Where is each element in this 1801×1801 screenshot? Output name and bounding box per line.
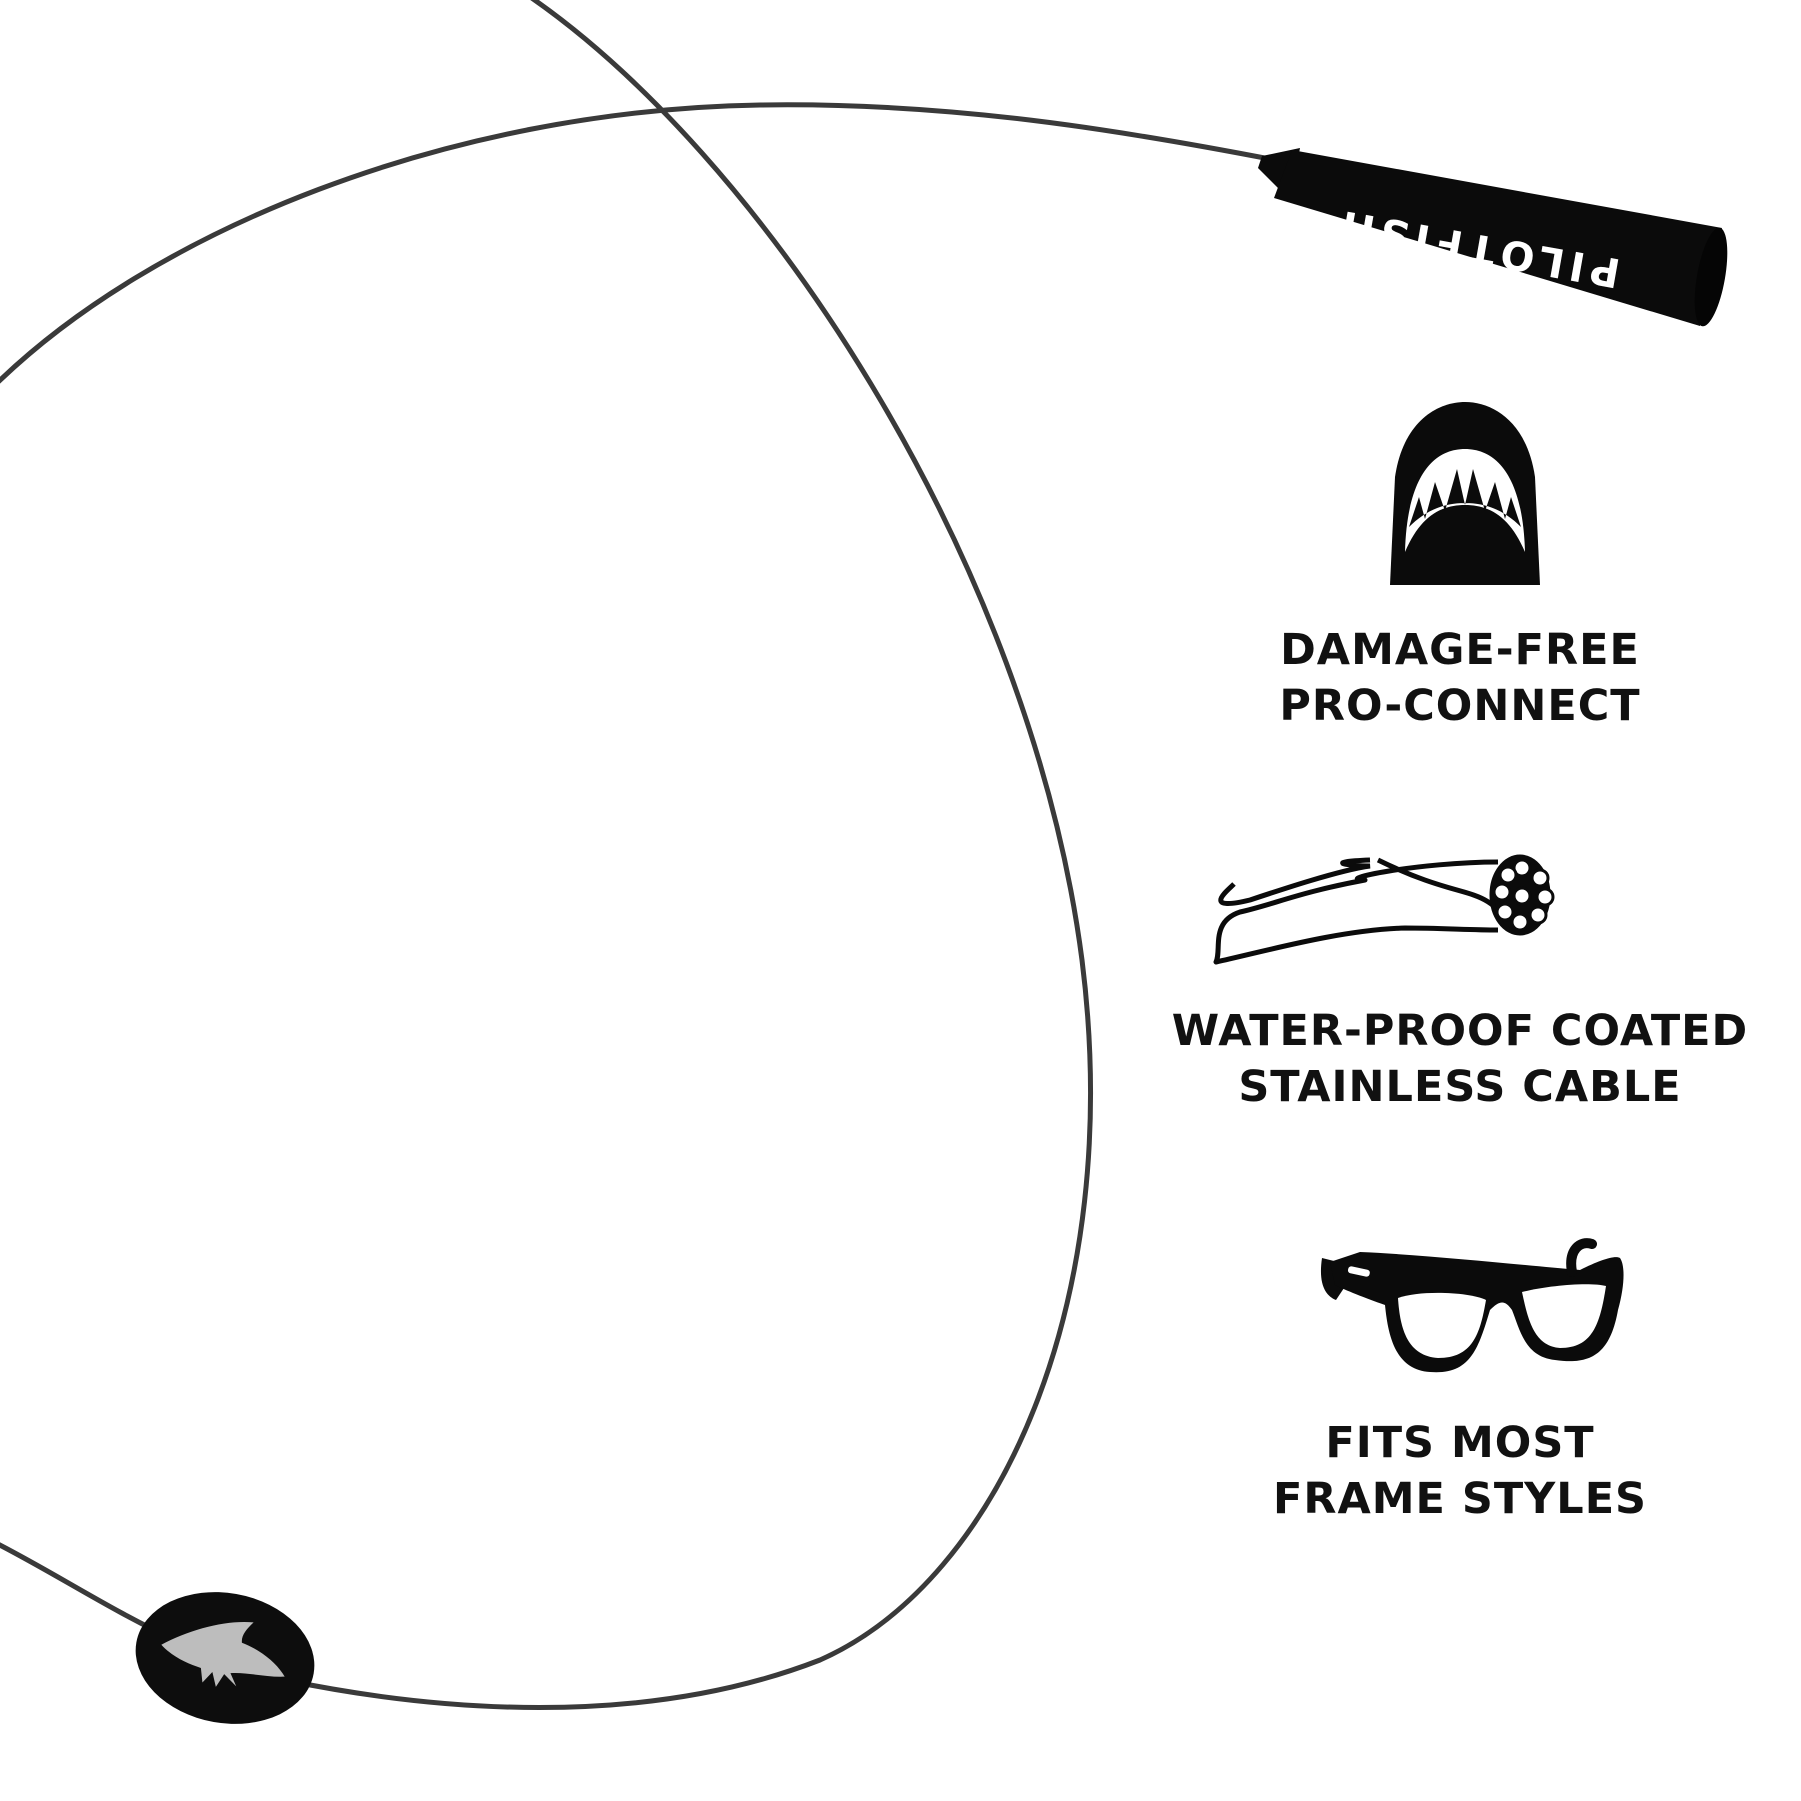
feature-label-line: DAMAGE-FREE	[1280, 625, 1640, 675]
bead-shark-logo-icon	[161, 1621, 285, 1687]
tip-body	[1274, 150, 1722, 326]
cable-sheath-shape	[1213, 859, 1499, 965]
feature-label-line: STAINLESS CABLE	[1238, 1062, 1682, 1112]
glasses-temple-arm	[1320, 1258, 1344, 1300]
cable-loop-strand	[282, 0, 1094, 1710]
shark-mouth-icon	[1390, 402, 1540, 585]
shark-jaw-white	[1405, 449, 1525, 552]
feature-label-line: WATER-PROOF COATED	[1171, 1006, 1749, 1056]
cable-upper-strand	[0, 102, 1278, 384]
shark-bead	[135, 1592, 315, 1724]
glasses-left-lens	[1398, 1292, 1486, 1358]
glasses-icon	[1320, 1238, 1624, 1373]
feature-label-line: FITS MOST	[1325, 1418, 1595, 1468]
tip-cap	[1694, 227, 1728, 327]
retainer-cable	[0, 0, 1278, 1710]
feature-label-fits-frames: FITS MOST FRAME STYLES	[1130, 1415, 1790, 1527]
cable-strand-circles	[1492, 858, 1555, 932]
cable-strands-icon	[1213, 854, 1555, 965]
feature-label-damage-free: DAMAGE-FREE PRO-CONNECT	[1130, 622, 1790, 734]
glasses-hinge-slot	[1347, 1266, 1370, 1277]
feature-label-line: PRO-CONNECT	[1279, 681, 1641, 731]
glasses-right-lens	[1522, 1284, 1606, 1348]
cable-end-tip: PILOTFISH	[1258, 148, 1728, 327]
cable-sheath-outline	[1218, 857, 1518, 932]
glasses-far-temple	[1566, 1238, 1597, 1277]
feature-label-waterproof-cable: WATER-PROOF COATED STAINLESS CABLE	[1130, 1003, 1790, 1115]
shark-teeth	[1409, 469, 1521, 527]
feature-label-line: FRAME STYLES	[1272, 1474, 1648, 1524]
